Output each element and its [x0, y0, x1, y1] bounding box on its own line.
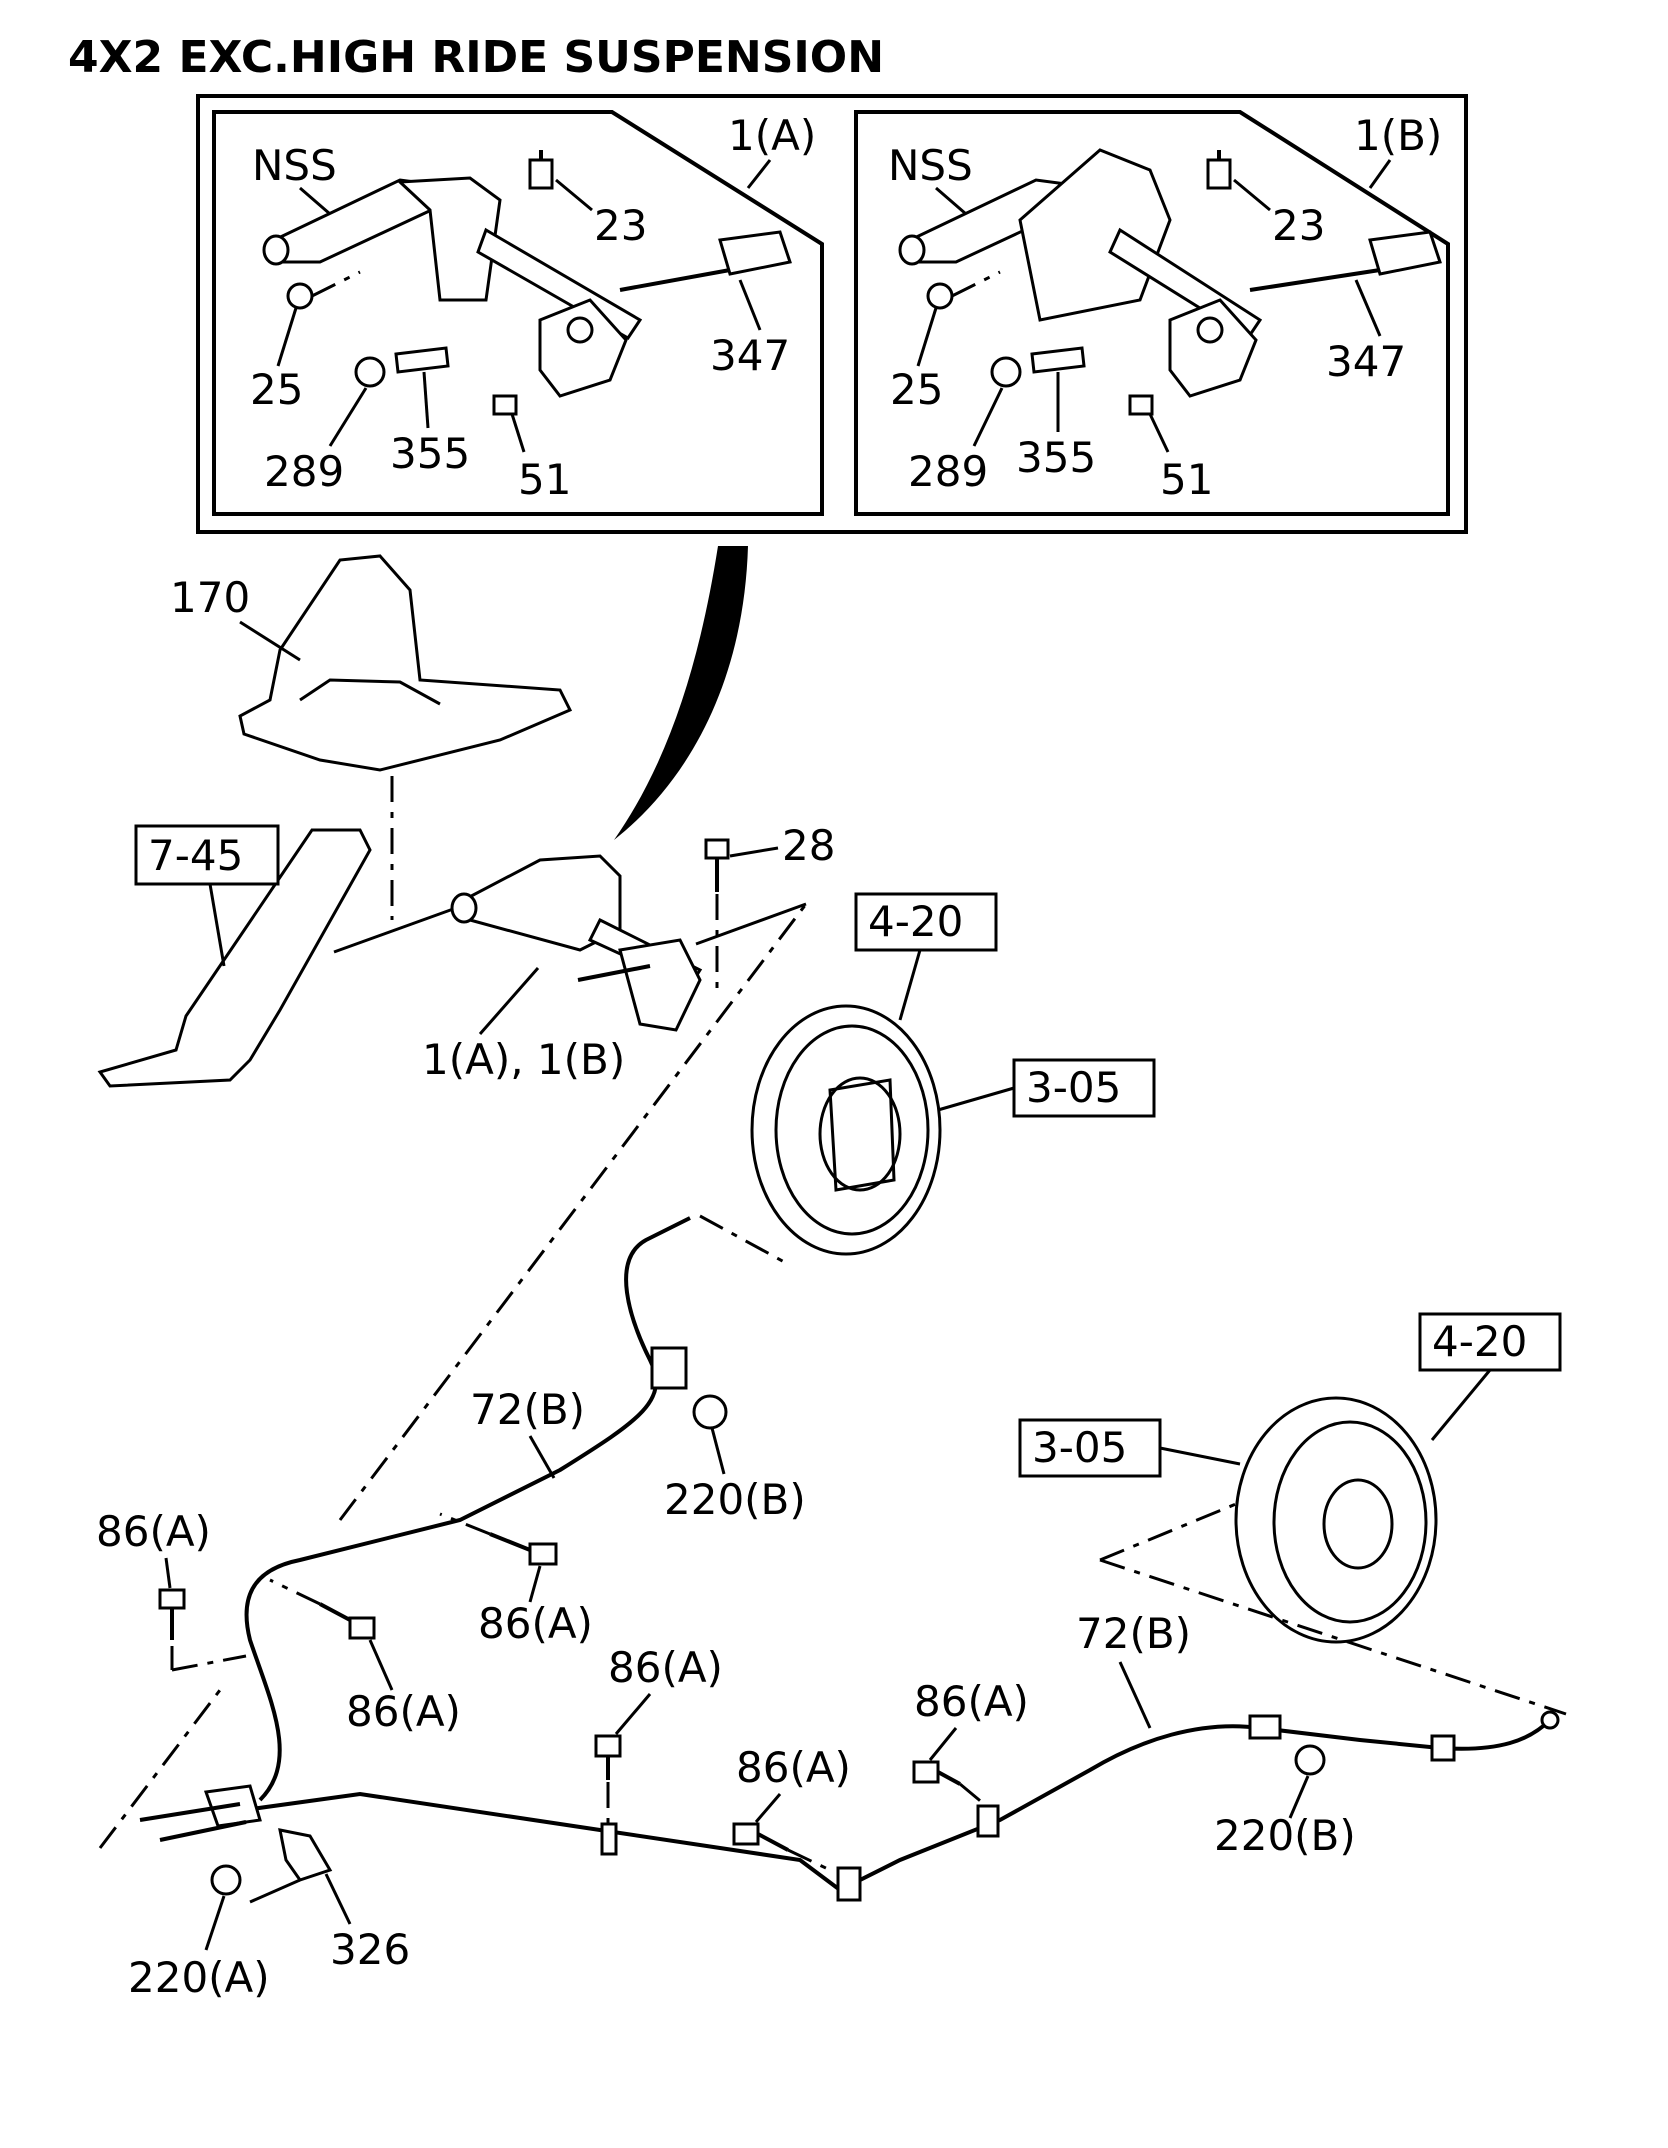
ref-3-05-lower-label: 3-05 — [1032, 1423, 1127, 1472]
inset-1a-part-355: 355 — [390, 429, 470, 478]
inset-1b-part-355: 355 — [1016, 433, 1096, 482]
inset-frame — [196, 94, 1468, 534]
brake-drum-upper — [750, 1004, 942, 1256]
ref-3-05-upper-label: 3-05 — [1026, 1063, 1121, 1112]
part-326-label: 326 — [330, 1925, 410, 1974]
part-220b-upper-label: 220(B) — [664, 1475, 806, 1524]
ref-box-3-05-upper — [1012, 1058, 1156, 1118]
part-86a-4-label: 86(A) — [608, 1643, 723, 1692]
part-86a-6-label: 86(A) — [914, 1677, 1029, 1726]
inset-1a-part-25: 25 — [250, 365, 303, 414]
inset-1a-bolt-23 — [528, 150, 554, 190]
inset-1b-part-51: 51 — [1160, 455, 1213, 504]
part-170-label: 170 — [170, 573, 250, 622]
inset-1b-part-289: 289 — [908, 447, 988, 496]
bolt-86a-3 — [269, 1578, 376, 1640]
inset-1b-part-25: 25 — [890, 365, 943, 414]
cable-72b-upper — [244, 1216, 691, 1802]
inset-panel-1b: 1(B) 23 NSS 347 25 — [854, 110, 1450, 516]
ref-7-45-label: 7-45 — [148, 831, 243, 880]
inset-1b-bolt-25 — [926, 270, 1001, 310]
inset-1a-nss: NSS — [252, 141, 337, 190]
lever-assy-label: 1(A), 1(B) — [422, 1035, 625, 1084]
bolt-86a-4 — [594, 1734, 622, 1830]
inset-1a-bolt-25 — [286, 270, 361, 310]
inset-1a-lever-part — [262, 176, 643, 398]
inset-1b-part-347: 347 — [1326, 337, 1406, 386]
clip-326 — [249, 1828, 333, 1904]
console-part-170 — [238, 554, 573, 772]
cable-fittings-lower — [600, 1710, 1560, 1902]
ref-box-7-45 — [134, 824, 280, 886]
bolt-86a-1 — [158, 1588, 247, 1672]
cable-72b-upper-label: 72(B) — [470, 1385, 585, 1434]
part-86a-3-label: 86(A) — [346, 1687, 461, 1736]
part-28-label: 28 — [782, 821, 835, 870]
inset-1a-pin-355 — [394, 346, 450, 374]
inset-1a-cable-347 — [619, 230, 792, 292]
diagram-title: 4X2 EXC.HIGH RIDE SUSPENSION — [68, 32, 884, 83]
alignment-line-diag — [338, 903, 808, 1521]
inset-1b-nss: NSS — [888, 141, 973, 190]
drum-lower-alignment-b — [1099, 1558, 1567, 1716]
part-86a-1-label: 86(A) — [96, 1507, 211, 1556]
part-86a-5-label: 86(A) — [736, 1743, 851, 1792]
inset-1b-pin-355 — [1030, 346, 1086, 374]
cable-72b-lower — [229, 1718, 1552, 1893]
console-cover-ref-7-45 — [97, 828, 372, 1088]
inset-1a-part-23: 23 — [594, 201, 647, 250]
nut-220a — [210, 1864, 242, 1896]
inset-panel-1a: 1(A) 23 NSS 347 25 — [212, 110, 824, 516]
inset-1b-cable-347 — [1249, 230, 1442, 292]
ref-box-4-20-upper — [854, 892, 998, 952]
part-220a-label: 220(A) — [128, 1953, 270, 2002]
inset-1b-part-23: 23 — [1272, 201, 1325, 250]
inset-1b-nut-289 — [990, 356, 1022, 388]
cable-junction-left — [139, 1784, 262, 1842]
brake-drum-lower — [1234, 1396, 1438, 1644]
inset-1b-bolt-23 — [1206, 150, 1232, 190]
inset-1a-pin-51 — [492, 394, 518, 416]
bolt-86a-6 — [912, 1760, 985, 1806]
part-86a-2-label: 86(A) — [478, 1599, 593, 1648]
ref-4-20-upper-label: 4-20 — [868, 897, 963, 946]
bolt-28 — [704, 838, 730, 990]
inset-1a-nut-289 — [354, 356, 386, 388]
drum-upper-alignment — [699, 1214, 789, 1266]
parking-brake-lever-assembly — [450, 854, 703, 1032]
cable-72b-lower-label: 72(B) — [1076, 1609, 1191, 1658]
bolt-86a-5 — [732, 1822, 831, 1872]
part-220b-lower-label: 220(B) — [1214, 1811, 1356, 1860]
lower-left-alignment — [98, 1689, 222, 1849]
ref-4-20-lower-label: 4-20 — [1432, 1317, 1527, 1366]
drum-lower-alignment-a — [1099, 1502, 1237, 1562]
inset-1a-part-289: 289 — [264, 447, 344, 496]
console-to-lever-line — [333, 906, 457, 954]
inset-pointer — [614, 546, 748, 840]
inset-1b-label: 1(B) — [1354, 111, 1442, 160]
inset-1a-label: 1(A) — [728, 111, 816, 160]
bolt-86a-2 — [439, 1512, 558, 1566]
inset-1a-part-51: 51 — [518, 455, 571, 504]
nut-220b-lower — [1294, 1744, 1326, 1776]
inset-1b-pin-51 — [1128, 394, 1154, 416]
inset-1a-part-347: 347 — [710, 331, 790, 380]
inset-1b-lever-part — [898, 148, 1263, 398]
ref-box-3-05-lower — [1018, 1418, 1162, 1478]
bracket-220b-upper — [650, 1346, 728, 1430]
